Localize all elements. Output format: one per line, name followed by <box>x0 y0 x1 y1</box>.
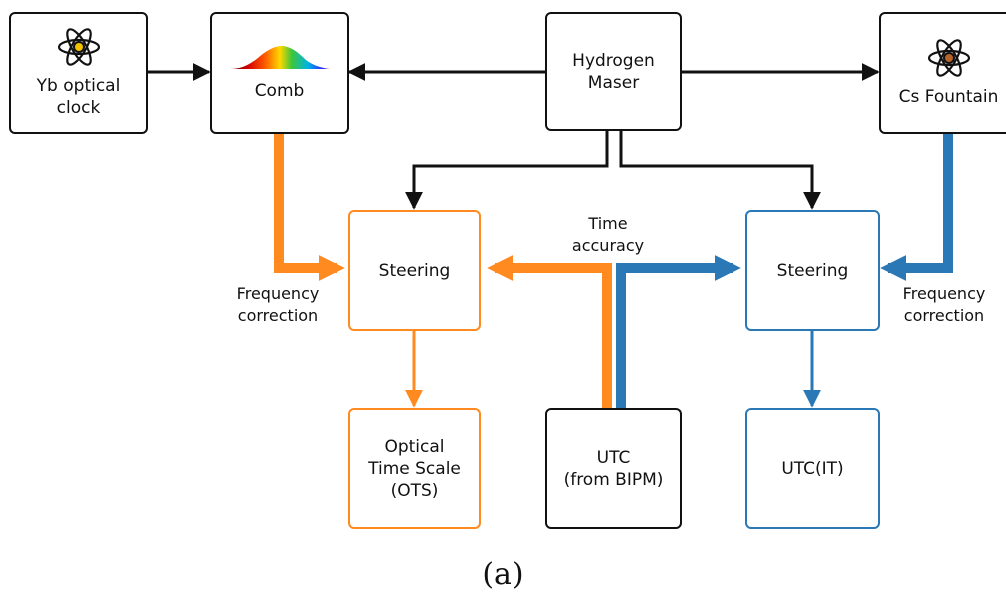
steering-right-label: Steering <box>776 260 849 281</box>
arrow-comb-to-steering-left <box>274 133 345 281</box>
time-accuracy-label: Time accuracy <box>571 214 645 255</box>
ots-label: Optical Time Scale (OTS) <box>368 436 461 501</box>
comb-label: Comb <box>254 81 305 101</box>
cs-fountain-node: Cs Fountain <box>879 12 1006 134</box>
arrow-utc-to-steering-left <box>487 255 612 408</box>
utc-bipm-label: UTC (from BIPM) <box>563 447 664 490</box>
yb-clock-node: Yb optical clock <box>9 12 148 134</box>
freq-correction-left-label: Frequency correction <box>236 284 320 325</box>
atom-icon <box>927 39 970 77</box>
yb-clock-label: Yb optical clock <box>36 76 121 118</box>
maser-node: Hydrogen Maser <box>545 12 682 131</box>
utc-it-label: UTC(IT) <box>781 458 844 479</box>
comb-node: Comb <box>210 12 349 134</box>
atom-icon <box>57 28 100 66</box>
utc-bipm-node: UTC (from BIPM) <box>545 408 682 529</box>
ots-node: Optical Time Scale (OTS) <box>348 408 481 529</box>
steering-left-label: Steering <box>378 260 451 281</box>
utc-it-node: UTC(IT) <box>745 408 880 529</box>
steering-right-node: Steering <box>745 210 880 331</box>
freq-correction-right-label: Frequency correction <box>902 284 986 325</box>
spectrum-icon <box>229 46 330 69</box>
maser-label: Hydrogen Maser <box>572 50 655 93</box>
arrow-cs-to-steering-right <box>880 133 953 281</box>
cs-fountain-label: Cs Fountain <box>898 87 999 107</box>
steering-left-node: Steering <box>348 210 481 331</box>
arrow-utc-to-steering-right <box>616 255 741 408</box>
figure-caption: (a) <box>482 557 524 592</box>
arrow-maser-to-steering-right <box>619 131 821 210</box>
arrow-maser-to-steering-left <box>405 131 609 210</box>
